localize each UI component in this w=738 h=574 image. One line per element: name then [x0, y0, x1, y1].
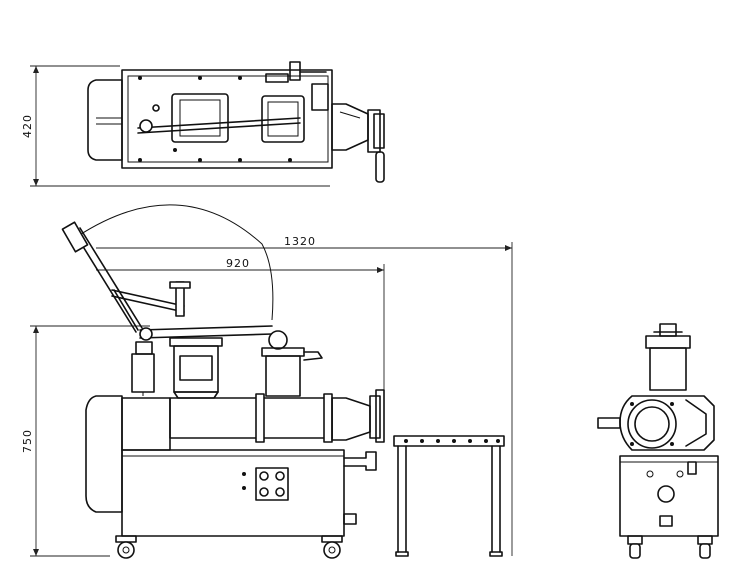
dim-1320-label: 1320 — [284, 235, 316, 248]
piston-cylinder — [131, 353, 155, 393]
lever-swing-arc — [77, 204, 274, 321]
front-view — [597, 323, 719, 559]
side-stand — [393, 435, 505, 557]
side-barrel — [169, 389, 385, 443]
dim-750-label: 750 — [21, 429, 34, 453]
side-motor — [85, 395, 171, 513]
front-top-cylinder — [645, 335, 691, 349]
front-casters — [627, 535, 713, 559]
side-cabinet — [115, 449, 377, 559]
top-pump — [261, 95, 305, 143]
front-cabinet — [619, 455, 719, 537]
side-view: 1320 920 750 — [21, 204, 513, 559]
top-hopper — [171, 93, 229, 143]
side-pump — [261, 347, 323, 397]
dim-420-label: 420 — [21, 114, 34, 138]
top-motor — [87, 79, 123, 161]
top-nozzle — [331, 103, 369, 151]
dim-1320-line — [96, 242, 513, 556]
lever-mid — [111, 281, 191, 331]
front-barrel — [597, 395, 715, 451]
dim-420-line — [30, 65, 330, 187]
dim-750-line — [30, 325, 150, 557]
lever-raised — [61, 221, 143, 333]
lever-working — [139, 325, 288, 350]
control-panel — [242, 467, 289, 501]
side-hopper — [169, 337, 223, 399]
side-casters — [115, 535, 343, 559]
top-body — [121, 69, 333, 169]
top-view: 420 — [21, 61, 385, 187]
dim-920-line — [96, 264, 385, 400]
dim-920-label: 920 — [226, 257, 250, 270]
top-bolts — [138, 76, 292, 162]
